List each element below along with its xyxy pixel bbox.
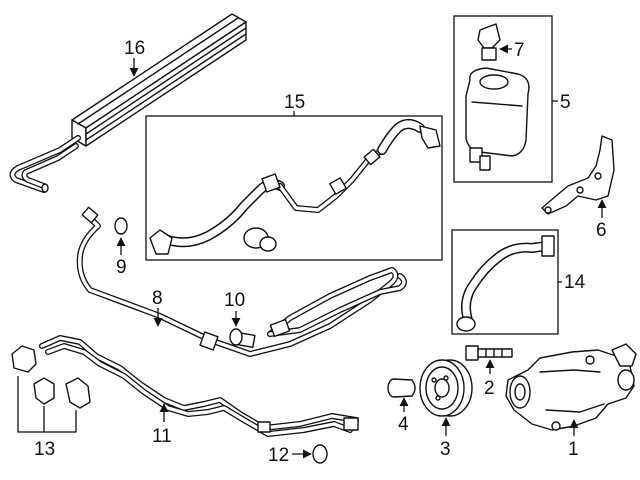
callout-6: 6 (596, 220, 607, 241)
callout-3: 3 (440, 439, 451, 460)
callout-1: 1 (568, 439, 579, 460)
bracket (541, 135, 615, 215)
reservoir (465, 23, 530, 171)
o-ring-12 (312, 444, 328, 464)
pressure-line (76, 206, 407, 357)
box-5 (453, 15, 553, 183)
callout-4: 4 (398, 414, 409, 435)
clamps (11, 345, 91, 409)
plug (387, 378, 416, 398)
callout-11: 11 (152, 426, 172, 447)
callout-7: 7 (514, 40, 525, 61)
callout-15: 15 (284, 92, 305, 113)
power-steering-pump (505, 343, 637, 431)
leader-13 (17, 376, 77, 433)
return-line (39, 335, 359, 437)
suction-hose (456, 235, 555, 332)
o-ring-10 (229, 328, 243, 346)
callout-9: 9 (116, 257, 127, 278)
pulley (419, 359, 473, 417)
callout-8: 8 (152, 288, 163, 309)
callout-10: 10 (224, 290, 245, 311)
callout-5: 5 (560, 92, 571, 113)
callout-14: 14 (564, 272, 586, 293)
hose-assembly (149, 119, 441, 255)
callout-13: 13 (34, 439, 55, 460)
callout-16: 16 (124, 38, 145, 59)
o-ring-9 (114, 217, 128, 235)
callout-2: 2 (484, 378, 495, 399)
oil-cooler (9, 13, 247, 193)
callout-12: 12 (268, 445, 289, 466)
bolt (465, 345, 513, 361)
